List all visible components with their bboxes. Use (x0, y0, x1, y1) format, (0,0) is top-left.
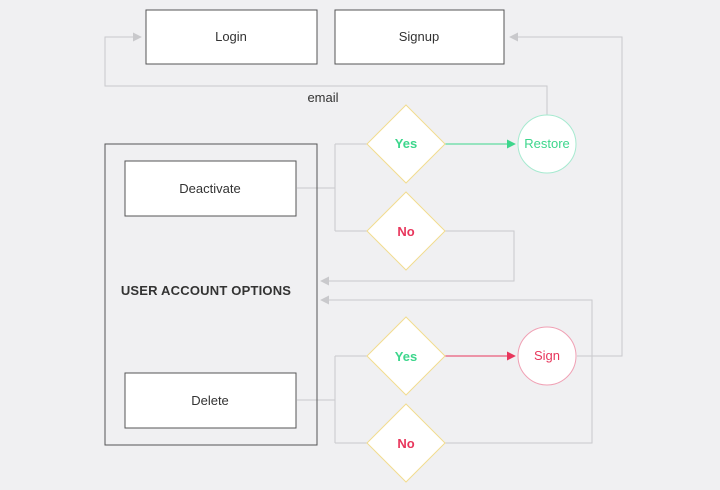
login-label: Login (215, 29, 247, 44)
restore-node: Restore (517, 114, 577, 174)
deactivate-no-decision: No (366, 191, 446, 271)
delete-node: Delete (124, 372, 297, 429)
sign-node: Sign (517, 326, 577, 386)
signup-node: Signup (334, 9, 505, 65)
delete-no-return-connector (320, 295, 593, 444)
delete-no-label: No (397, 436, 414, 451)
restore-to-login-connector (104, 32, 548, 115)
delete-yes-decision: Yes (366, 316, 446, 396)
email-edge-label: email (307, 90, 338, 105)
signup-label: Signup (399, 29, 439, 44)
deactivate-no-label: No (397, 224, 414, 239)
sign-to-signup-connector (509, 32, 623, 357)
login-node: Login (145, 9, 318, 65)
delete-no-decision: No (366, 403, 446, 483)
user-account-options-container: USER ACCOUNT OPTIONS (104, 143, 318, 446)
deactivate-no-return-connector (320, 230, 515, 286)
user-account-options-title: USER ACCOUNT OPTIONS (121, 283, 291, 298)
deactivate-label: Deactivate (179, 181, 240, 196)
delete-label: Delete (191, 393, 229, 408)
sign-label: Sign (534, 348, 560, 363)
delete-to-decisions-connector (297, 355, 367, 444)
deactivate-yes-label: Yes (395, 136, 417, 151)
deactivate-to-decisions-connector (297, 143, 367, 232)
delete-yes-label: Yes (395, 349, 417, 364)
restore-label: Restore (524, 136, 570, 151)
deactivate-node: Deactivate (124, 160, 297, 217)
deactivate-yes-decision: Yes (366, 104, 446, 184)
